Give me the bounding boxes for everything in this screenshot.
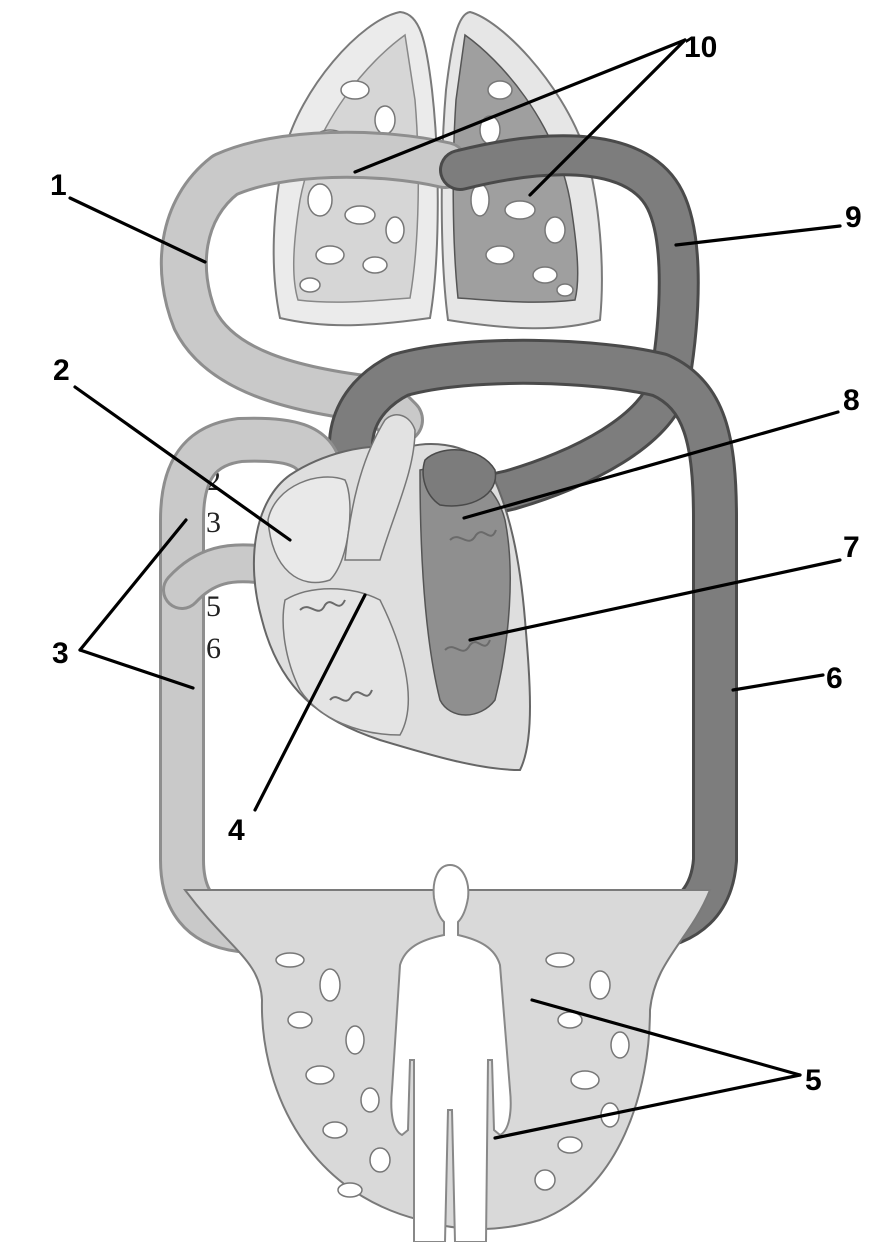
label-4: 4 <box>228 814 245 847</box>
label-9: 9 <box>845 201 862 234</box>
label-10: 10 <box>684 31 717 64</box>
label-5: 5 <box>805 1064 822 1097</box>
background-number-5: 5 <box>206 590 221 623</box>
leader-6 <box>733 675 823 690</box>
label-6: 6 <box>826 662 843 695</box>
leader-9 <box>676 226 840 245</box>
label-1: 1 <box>50 169 67 202</box>
label-8: 8 <box>843 384 860 417</box>
label-3: 3 <box>52 637 69 670</box>
leader-7 <box>470 560 840 640</box>
label-7: 7 <box>843 531 860 564</box>
background-number-6: 6 <box>206 632 221 665</box>
label-2: 2 <box>53 354 70 387</box>
background-number-3: 3 <box>206 506 221 539</box>
